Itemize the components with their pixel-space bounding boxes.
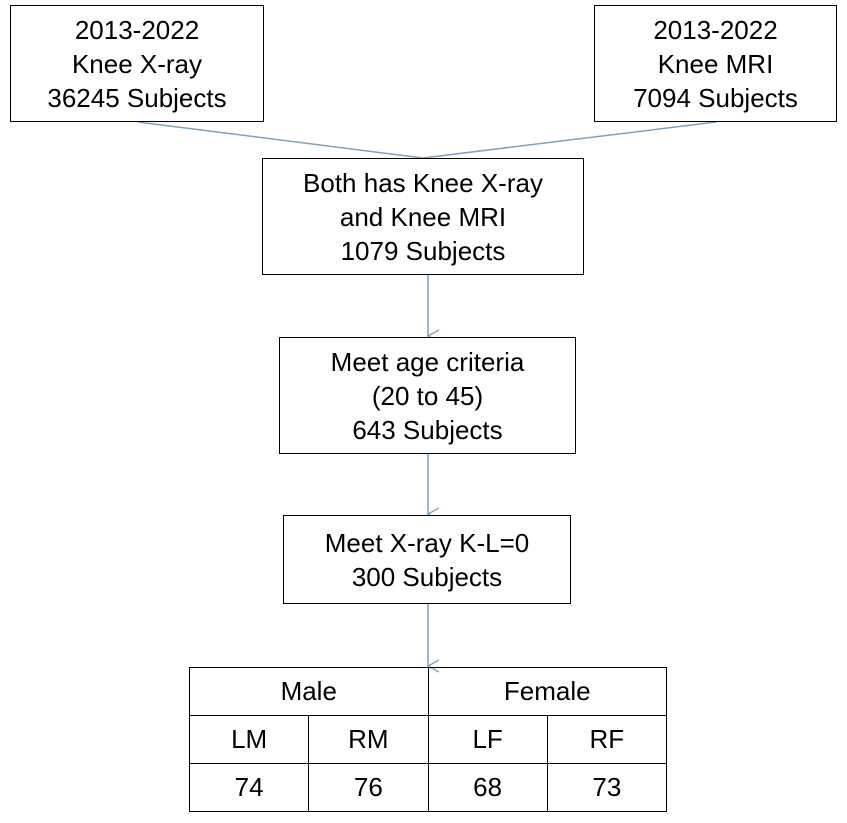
table-header-row: Male Female xyxy=(189,667,667,716)
both-box-line2: and Knee MRI xyxy=(339,201,507,232)
lm-count: 74 xyxy=(188,763,310,812)
knee-xray-label: Knee X-ray xyxy=(71,48,203,79)
table-count-row: 74 76 68 73 xyxy=(188,763,668,812)
rm-header: RM xyxy=(308,715,429,764)
age-box-count: 643 Subjects xyxy=(352,414,503,445)
mri-to-both-line xyxy=(422,121,717,159)
knee-xray-box: 2013-2022 Knee X-ray 36245 Subjects xyxy=(10,5,264,122)
knee-mri-label: Knee MRI xyxy=(657,48,774,79)
kl-criteria-box: Meet X-ray K-L=0 300 Subjects xyxy=(283,515,571,604)
rf-header: RF xyxy=(546,715,668,764)
subject-distribution-table: Male Female LM RM LF RF 74 76 68 73 xyxy=(188,667,668,812)
knee-xray-count: 36245 Subjects xyxy=(47,82,227,113)
kl-box-label: Meet X-ray K-L=0 xyxy=(324,527,530,558)
xray-to-both-line xyxy=(137,121,424,159)
both-box-line1: Both has Knee X-ray xyxy=(303,167,543,198)
knee-mri-box: 2013-2022 Knee MRI 7094 Subjects xyxy=(594,5,837,122)
both-box-count: 1079 Subjects xyxy=(340,235,506,266)
age-box-label: Meet age criteria xyxy=(330,346,525,377)
lf-count: 68 xyxy=(427,763,548,812)
table-subgroup-row: LM RM LF RF xyxy=(188,715,668,764)
rm-count: 76 xyxy=(308,763,429,812)
lf-header: LF xyxy=(427,715,548,764)
knee-xray-years: 2013-2022 xyxy=(74,14,200,45)
rf-count: 73 xyxy=(546,763,668,812)
kl-box-count: 300 Subjects xyxy=(351,561,503,592)
male-header: Male xyxy=(189,667,429,716)
knee-mri-years: 2013-2022 xyxy=(653,14,778,45)
age-box-range: (20 to 45) xyxy=(371,380,484,411)
knee-mri-count: 7094 Subjects xyxy=(633,82,798,113)
age-criteria-box: Meet age criteria (20 to 45) 643 Subject… xyxy=(279,337,576,454)
female-header: Female xyxy=(427,667,667,716)
both-xray-mri-box: Both has Knee X-ray and Knee MRI 1079 Su… xyxy=(262,158,584,275)
lm-header: LM xyxy=(188,715,310,764)
